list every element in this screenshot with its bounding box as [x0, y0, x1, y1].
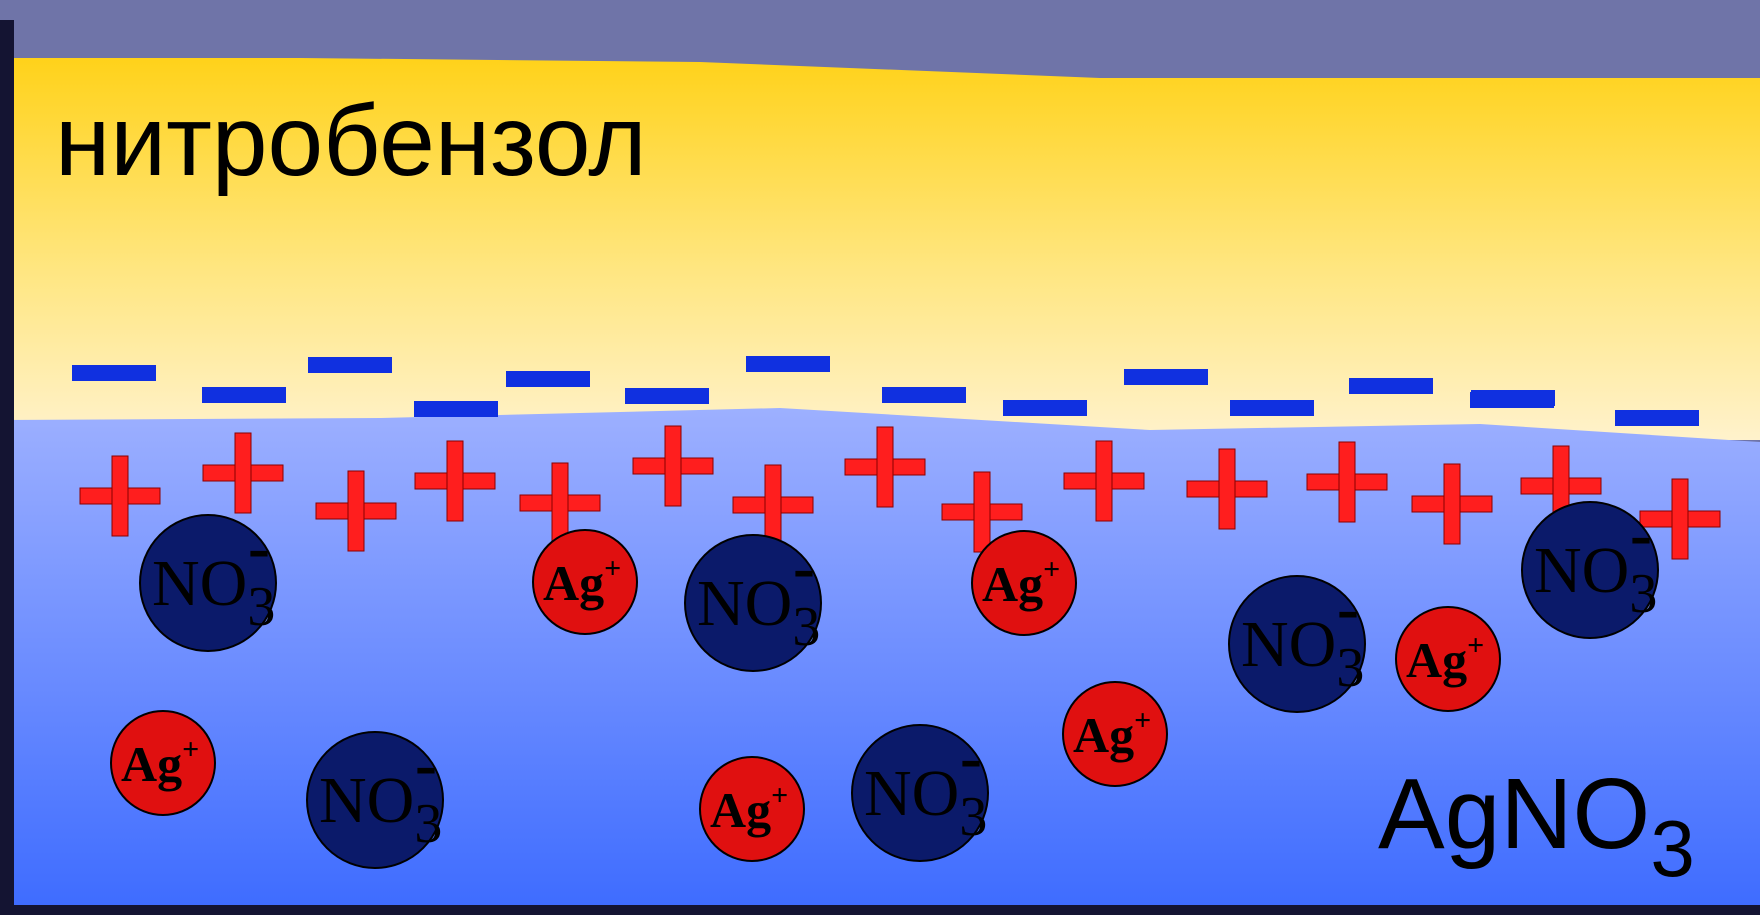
positive-charge	[844, 426, 926, 508]
negative-charge	[1230, 400, 1314, 416]
positive-charge	[1186, 448, 1268, 530]
nitrate-label: NO3	[319, 764, 442, 855]
positive-charge	[632, 425, 714, 507]
positive-charge	[414, 440, 496, 522]
positive-charge	[732, 464, 814, 546]
silver-label: Ag+	[1406, 629, 1484, 688]
nitrate-label: NO3	[1534, 534, 1657, 625]
positive-charge	[1411, 463, 1493, 545]
ions-layer: NO3-NO3-NO3-NO3-NO3-NO3-Ag+Ag+Ag+Ag+Ag+A…	[110, 498, 1659, 869]
silver-ion: Ag+	[1062, 681, 1168, 787]
positive-charge	[1063, 440, 1145, 522]
negative-charge	[308, 357, 392, 373]
silver-ion: Ag+	[532, 529, 638, 635]
nitrate-ion: NO3-	[306, 728, 444, 869]
positive-charge	[519, 462, 601, 544]
positive-charge	[79, 455, 161, 537]
nitrate-label: NO3	[864, 757, 987, 848]
negative-charge	[1124, 369, 1208, 385]
aqueous-phase-subscript: 3	[1650, 804, 1695, 893]
silver-label: Ag+	[1073, 704, 1151, 763]
nitrate-label: NO3	[697, 567, 820, 658]
positive-charge	[202, 432, 284, 514]
silver-ion: Ag+	[971, 530, 1077, 636]
positive-charge	[1639, 478, 1721, 560]
nitrate-charge: -	[248, 511, 270, 584]
silver-ion: Ag+	[1395, 606, 1501, 712]
negative-charge	[625, 388, 709, 404]
negative-charge	[746, 356, 830, 372]
negative-charge	[414, 401, 498, 417]
silver-label: Ag+	[982, 553, 1060, 612]
aqueous-phase-formula: AgNO	[1378, 758, 1650, 870]
silver-label: Ag+	[121, 733, 199, 792]
nitrate-charge: -	[793, 531, 815, 604]
positive-charge	[1306, 441, 1388, 523]
nitrate-charge: -	[415, 728, 437, 801]
bottom-border	[0, 905, 1760, 915]
nitrate-ion: NO3-	[1228, 572, 1366, 713]
negative-charge	[506, 371, 590, 387]
negative-charge	[1003, 400, 1087, 416]
nitrate-ion: NO3-	[851, 721, 989, 862]
organic-phase-label: нитробензол	[55, 85, 647, 197]
interface-charges	[72, 356, 1721, 560]
nitrate-charge: -	[1630, 498, 1652, 571]
silver-label: Ag+	[543, 552, 621, 611]
nitrate-ion: NO3-	[684, 531, 822, 672]
negative-charge	[1470, 392, 1554, 408]
positive-charge	[315, 470, 397, 552]
silver-ion: Ag+	[110, 710, 216, 816]
negative-charge	[1349, 378, 1433, 394]
left-border	[0, 20, 14, 915]
nitrate-label: NO3	[1241, 608, 1364, 699]
aqueous-phase-label: AgNO3	[1378, 758, 1695, 893]
nitrate-ion: NO3-	[1521, 498, 1659, 639]
negative-charge	[72, 365, 156, 381]
nitrate-label: NO3	[152, 547, 275, 638]
silver-label: Ag+	[710, 779, 788, 838]
nitrate-charge: -	[1337, 572, 1359, 645]
negative-charge	[882, 387, 966, 403]
positive-charge	[941, 471, 1023, 553]
negative-charge	[1615, 410, 1699, 426]
negative-charge	[202, 387, 286, 403]
nitrate-charge: -	[960, 721, 982, 794]
silver-ion: Ag+	[699, 756, 805, 862]
nitrate-ion: NO3-	[139, 511, 277, 652]
organic-phase-region	[0, 58, 1760, 440]
